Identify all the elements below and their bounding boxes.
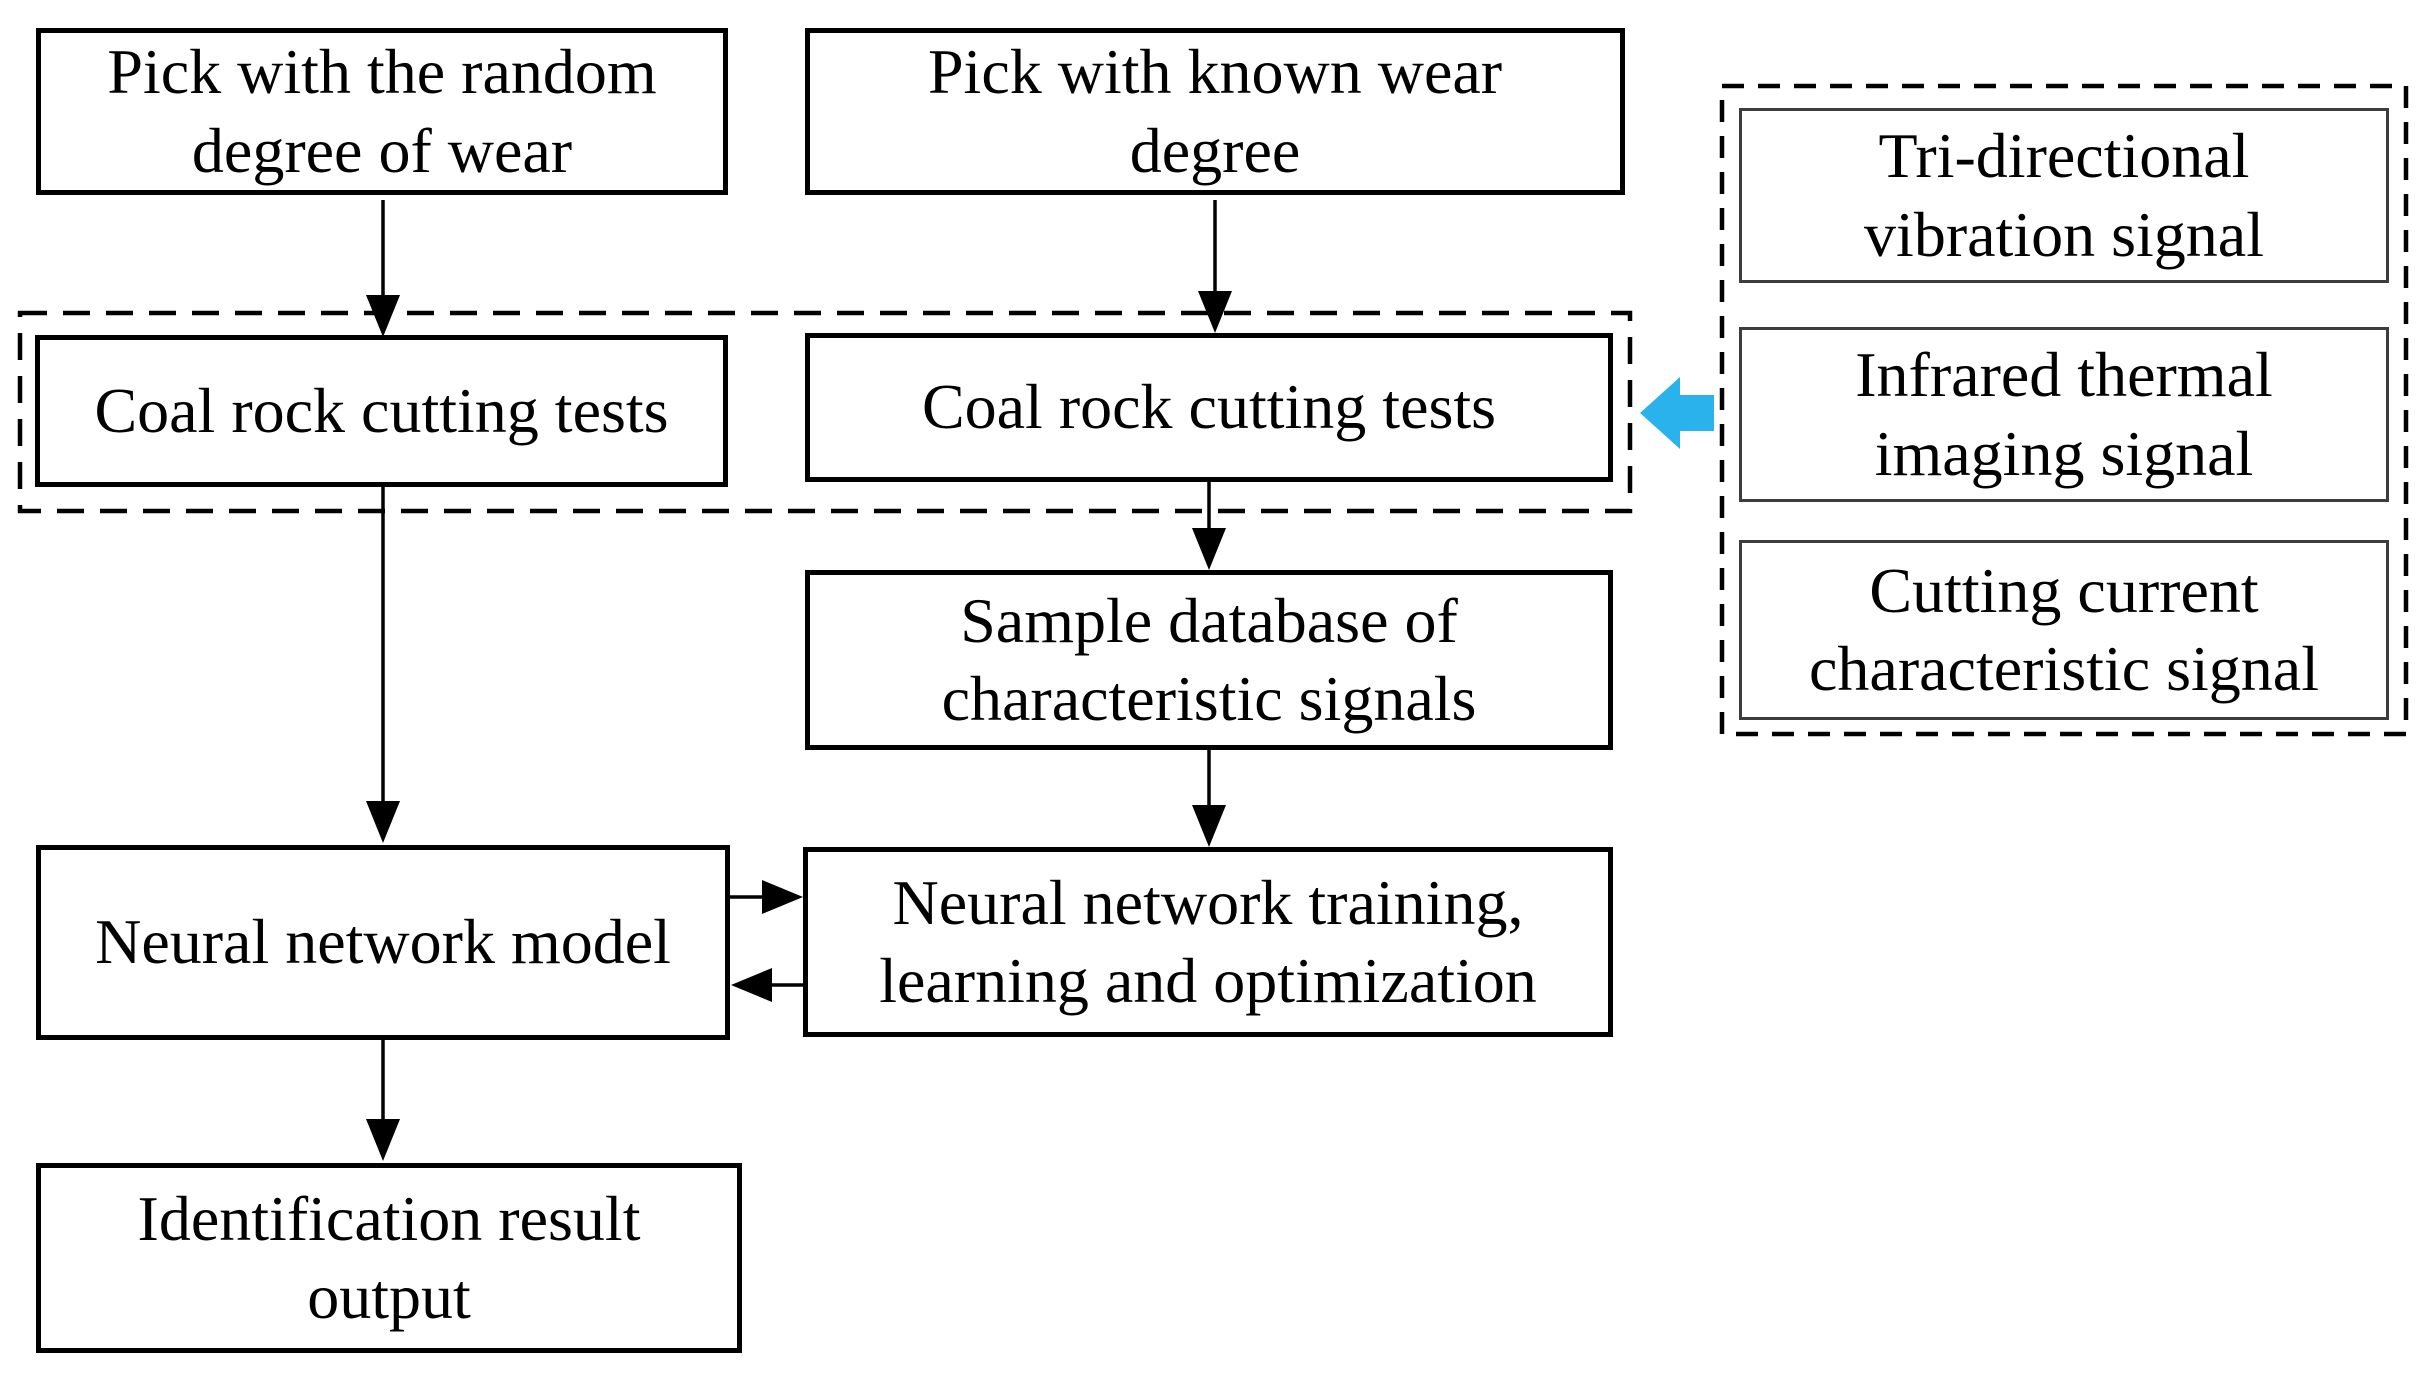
arrowhead-pick-known-to-cutting-right [1198,291,1232,333]
arrowhead-cutting-left-to-model [366,801,400,843]
cyan-left-arrow-icon [1640,377,1714,449]
node-current-signal: Cutting current characteristic signal [1739,540,2389,720]
node-sample-database-label: Sample database of characteristic signal… [941,584,1477,734]
node-nn-training-label: Neural network training, learning and op… [879,866,1537,1016]
node-pick-known-wear: Pick with known wear degree [805,28,1625,195]
arrowhead-training-to-model [731,968,772,1002]
node-nn-training: Neural network training, learning and op… [803,847,1613,1037]
dashed-group-signals [1719,83,2409,737]
node-vibration-signal: Tri-directional vibration signal [1739,108,2389,283]
node-nn-model-label: Neural network model [95,906,671,978]
node-cutting-tests-right: Coal rock cutting tests [805,333,1613,482]
arrowhead-database-to-training [1192,805,1226,847]
arrowhead-model-to-training [762,880,803,914]
node-vibration-signal-label: Tri-directional vibration signal [1864,120,2264,270]
arrowhead-model-to-output [366,1119,400,1161]
arrowhead-cutting-right-to-database [1192,528,1226,570]
node-infrared-signal-label: Infrared thermal imaging signal [1855,339,2273,489]
node-cutting-tests-left-label: Coal rock cutting tests [94,374,669,446]
node-pick-known-wear-label: Pick with known wear degree [927,36,1503,186]
node-cutting-tests-right-label: Coal rock cutting tests [921,371,1497,443]
node-pick-random-wear: Pick with the random degree of wear [36,28,728,195]
node-current-signal-label: Cutting current characteristic signal [1809,554,2319,704]
node-cutting-tests-left: Coal rock cutting tests [35,335,728,487]
node-identification-output: Identification result output [36,1163,742,1353]
node-pick-random-wear-label: Pick with the random degree of wear [107,36,657,186]
node-sample-database: Sample database of characteristic signal… [805,570,1613,750]
node-identification-output-label: Identification result output [137,1182,641,1332]
node-infrared-signal: Infrared thermal imaging signal [1739,327,2389,502]
node-nn-model: Neural network model [36,845,730,1040]
arrowhead-pick-random-to-cutting-left [366,295,400,337]
